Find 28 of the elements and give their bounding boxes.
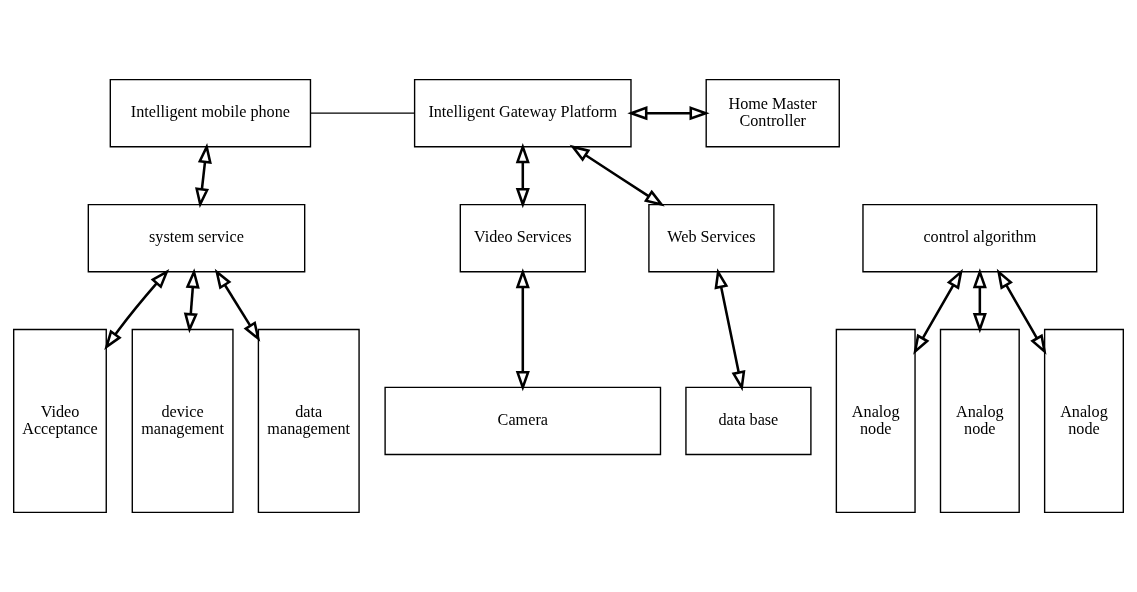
arrow <box>515 268 530 392</box>
arrow <box>104 268 170 350</box>
arrow <box>714 268 746 392</box>
node-box: Analog node <box>835 328 916 514</box>
node-box: Video Services <box>459 203 586 273</box>
arrow <box>972 268 987 334</box>
node-box: Camera <box>384 386 662 456</box>
node-box: system service <box>87 203 306 273</box>
node-box: data base <box>685 386 812 456</box>
node-box: Intelligent mobile phone <box>109 78 312 148</box>
arrow <box>913 268 963 355</box>
node-box: Home Master Controller <box>705 78 840 148</box>
node-box: Intelligent Gateway Platform <box>413 78 632 148</box>
arrow <box>627 106 710 121</box>
arrow <box>515 143 530 209</box>
arrow <box>214 268 261 342</box>
node-box: device management <box>131 328 234 514</box>
arrow <box>183 268 200 334</box>
node-box: Analog node <box>1043 328 1124 514</box>
arrow <box>195 143 212 209</box>
node-box: Analog node <box>939 328 1020 514</box>
connector <box>310 112 415 114</box>
node-box: control algorithm <box>862 203 1098 273</box>
node-box: Video Acceptance <box>13 328 107 514</box>
node-box: data management <box>257 328 360 514</box>
node-box: Web Services <box>648 203 775 273</box>
arrow <box>996 268 1047 355</box>
arrow <box>569 144 665 207</box>
